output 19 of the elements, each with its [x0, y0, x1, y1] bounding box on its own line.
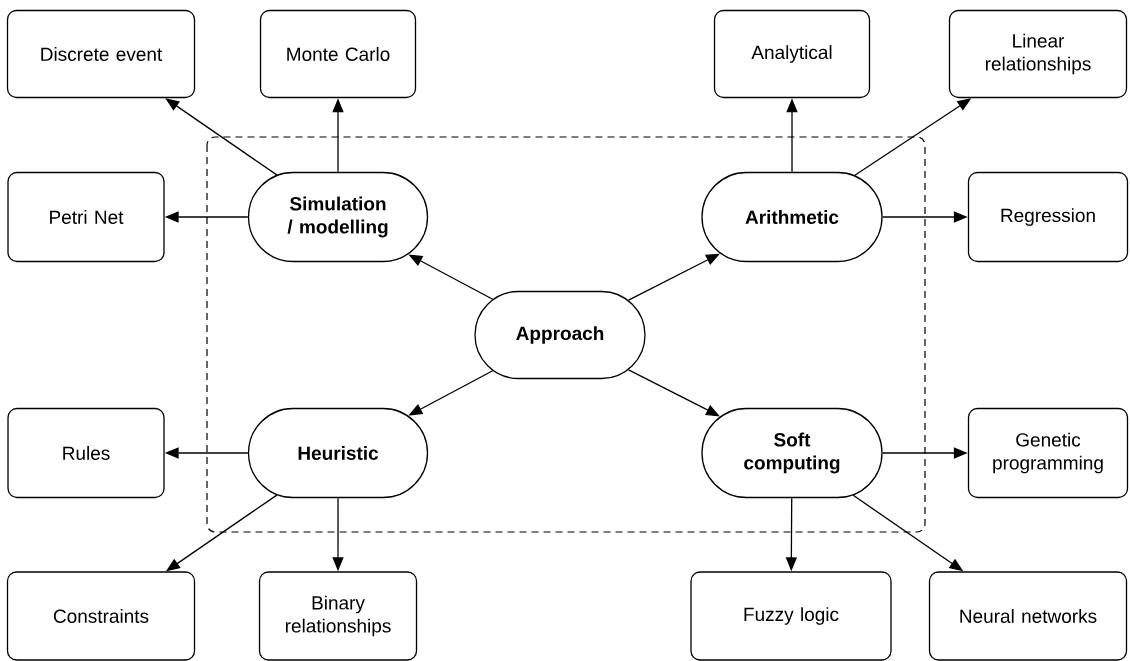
process-box: Constraints	[6, 571, 196, 661]
process-box: Linear relationships	[948, 9, 1128, 99]
process-box: Neural networks	[928, 571, 1128, 661]
process-box: Discrete event	[6, 9, 196, 99]
process-box: Petri Net	[7, 171, 165, 263]
decision-pill: Heuristic	[247, 407, 429, 499]
arrow	[627, 253, 720, 301]
decision-pill: Approach	[474, 290, 646, 380]
process-box: Rules	[7, 407, 165, 499]
decision-pill: Simulation / modelling	[247, 171, 429, 263]
process-box: Regression	[967, 171, 1129, 263]
process-box: Analytical	[713, 9, 871, 99]
process-box: Fuzzy logic	[690, 571, 892, 661]
process-box: Monte Carlo	[259, 9, 417, 99]
decision-pill: Soft computing	[701, 407, 883, 499]
process-box: Genetic programming	[967, 407, 1129, 499]
decision-pill: Arithmetic	[701, 171, 883, 263]
process-box: Binary relationships	[258, 571, 418, 661]
arrow	[627, 369, 720, 417]
